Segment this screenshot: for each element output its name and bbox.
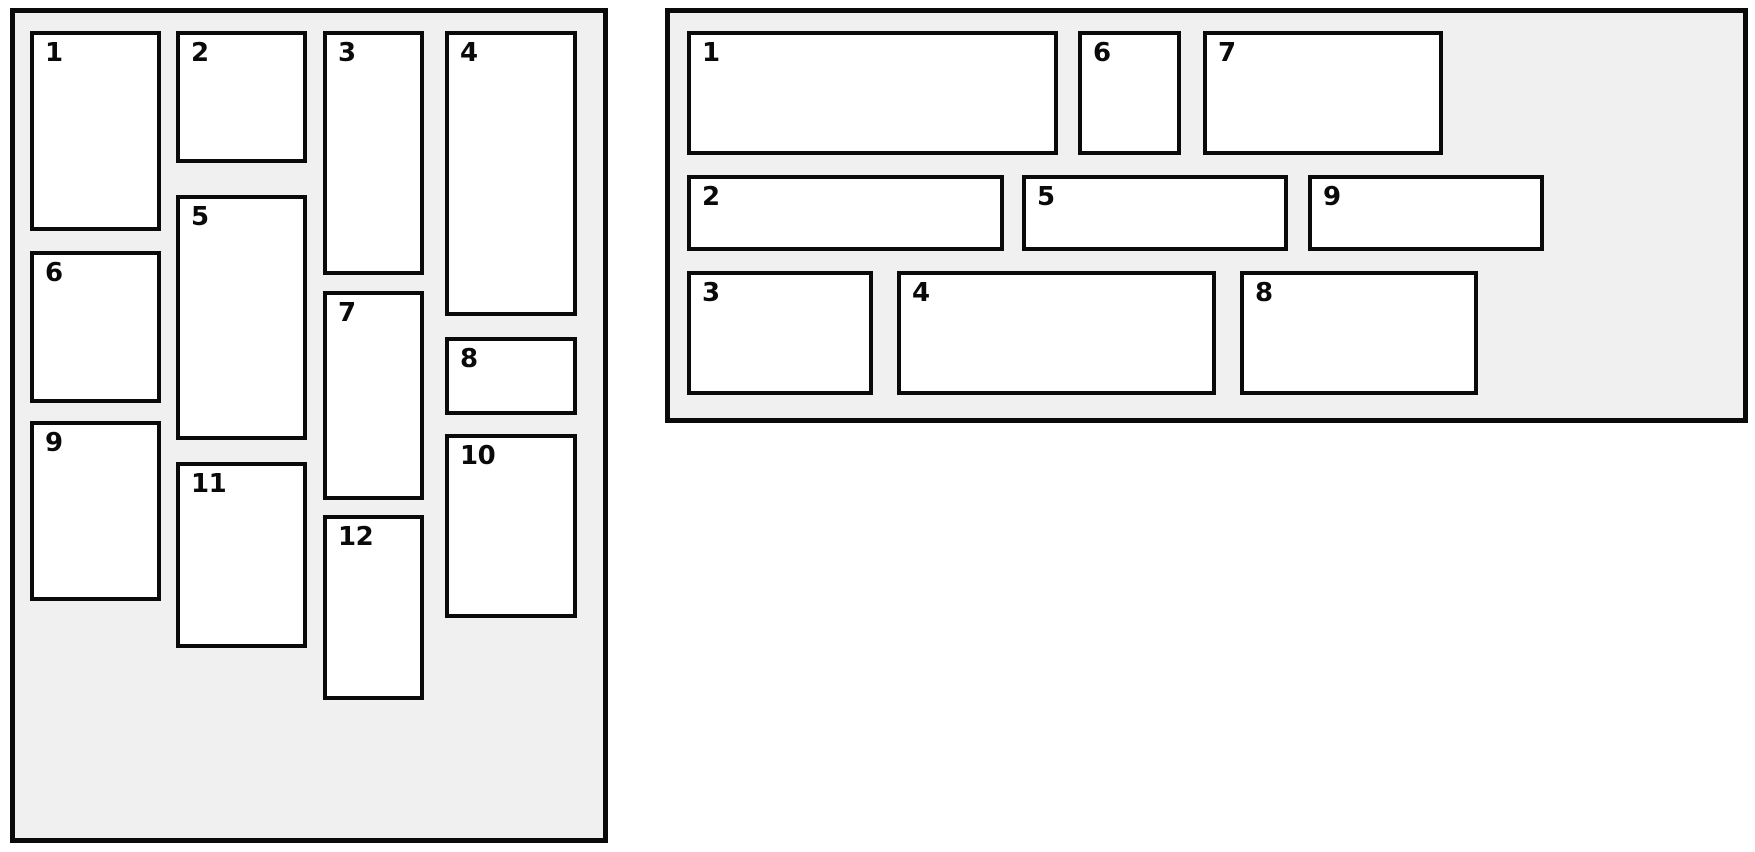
layout-cell-4[interactable]: 4	[897, 271, 1216, 395]
layout-cell-7[interactable]: 7	[1203, 31, 1443, 155]
layout-cell-2[interactable]: 2	[176, 31, 307, 163]
layout-cell-label: 6	[1093, 38, 1111, 68]
layout-cell-label: 8	[460, 344, 478, 374]
layout-cell-label: 9	[1323, 182, 1341, 212]
layout-cell-6[interactable]: 6	[30, 251, 161, 403]
layout-cell-label: 1	[45, 38, 63, 68]
layout-cell-4[interactable]: 4	[445, 31, 577, 316]
layout-cell-label: 1	[702, 38, 720, 68]
layout-cell-12[interactable]: 12	[323, 515, 424, 700]
layout-cell-label: 7	[1218, 38, 1236, 68]
layout-cell-11[interactable]: 11	[176, 462, 307, 648]
layout-cell-5[interactable]: 5	[176, 195, 307, 440]
layout-cell-label: 3	[338, 38, 356, 68]
layout-cell-label: 3	[702, 278, 720, 308]
layout-cell-1[interactable]: 1	[687, 31, 1058, 155]
layout-cell-9[interactable]: 9	[30, 421, 161, 601]
layout-cell-label: 8	[1255, 278, 1273, 308]
layout-cell-9[interactable]: 9	[1308, 175, 1544, 251]
layout-cell-1[interactable]: 1	[30, 31, 161, 231]
layout-cell-label: 2	[702, 182, 720, 212]
layout-cell-10[interactable]: 10	[445, 434, 577, 618]
layout-cell-3[interactable]: 3	[323, 31, 424, 275]
layout-cell-label: 10	[460, 441, 496, 471]
layout-cell-5[interactable]: 5	[1022, 175, 1288, 251]
layout-cell-8[interactable]: 8	[1240, 271, 1478, 395]
layout-cell-3[interactable]: 3	[687, 271, 873, 395]
layout-cell-label: 5	[191, 202, 209, 232]
layout-cell-label: 2	[191, 38, 209, 68]
layout-cell-2[interactable]: 2	[687, 175, 1004, 251]
layout-cell-label: 5	[1037, 182, 1055, 212]
layout-cell-7[interactable]: 7	[323, 291, 424, 500]
layout-cell-label: 4	[460, 38, 478, 68]
layout-cell-label: 6	[45, 258, 63, 288]
layout-cell-8[interactable]: 8	[445, 337, 577, 415]
layout-cell-label: 7	[338, 298, 356, 328]
layout-cell-6[interactable]: 6	[1078, 31, 1181, 155]
layout-cell-label: 4	[912, 278, 930, 308]
layout-cell-label: 12	[338, 522, 374, 552]
layout-cell-label: 9	[45, 428, 63, 458]
layout-cell-label: 11	[191, 469, 227, 499]
